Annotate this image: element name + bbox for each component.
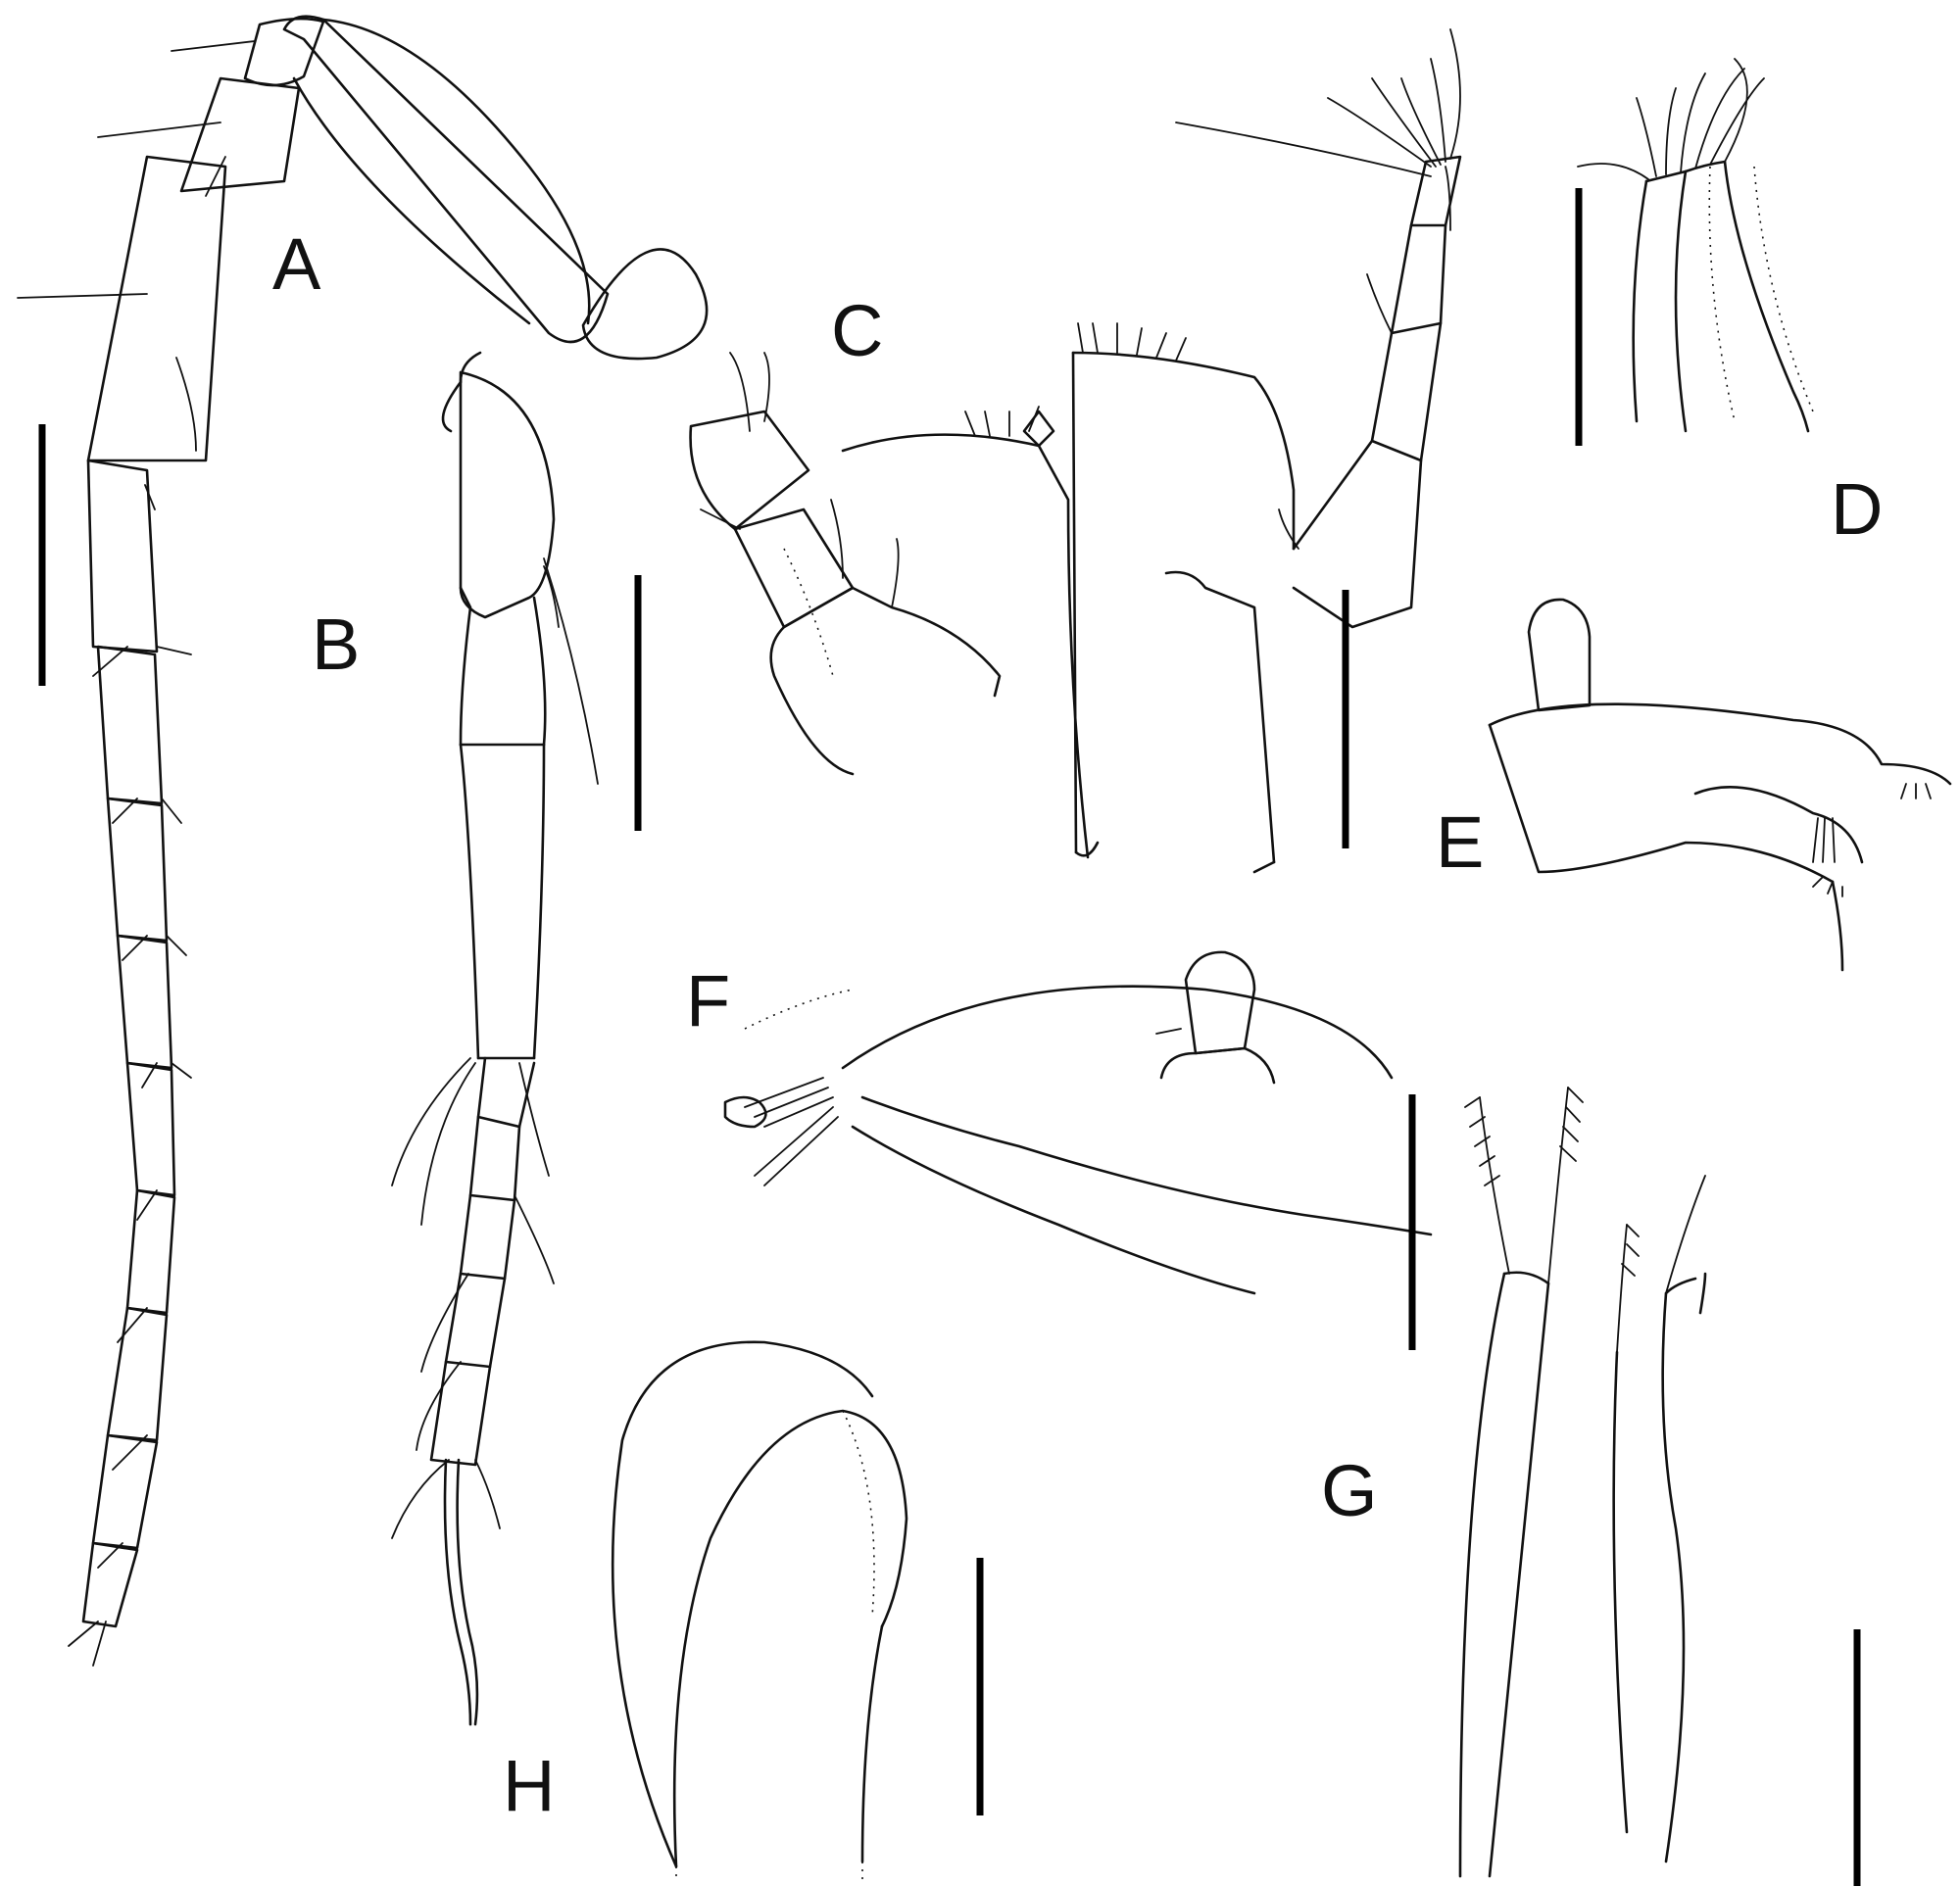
panel-label-b: B xyxy=(312,604,360,685)
panel-label-g: G xyxy=(1321,1450,1378,1531)
panel-label-d: D xyxy=(1831,468,1883,550)
panel-label-f: F xyxy=(686,960,730,1041)
drawing-d-tips xyxy=(1577,58,1814,433)
panel-label-h: H xyxy=(503,1745,555,1826)
panel-label-a: A xyxy=(272,223,321,305)
panel-label-e: E xyxy=(1436,801,1484,883)
drawing-f-structure xyxy=(723,950,1433,1295)
drawing-a-antenna xyxy=(17,15,709,1667)
drawing-g-setae xyxy=(1458,1087,1707,1878)
panel-label-c: C xyxy=(831,290,883,371)
drawing-b-appendage xyxy=(391,351,599,1726)
drawing-e-structure xyxy=(1488,598,1952,972)
drawing-h-lobes xyxy=(611,1340,908,1881)
